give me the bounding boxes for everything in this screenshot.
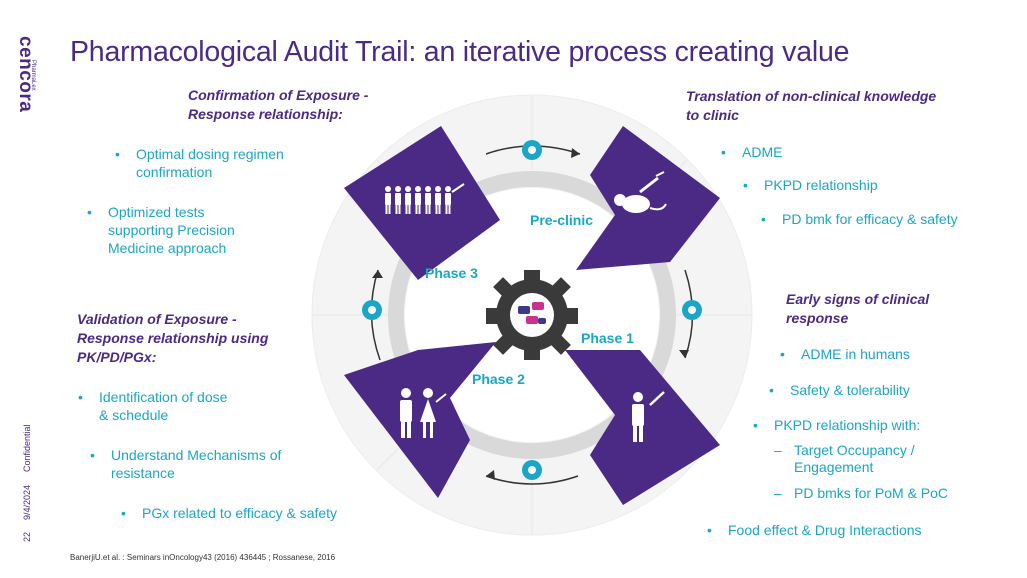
heading-line: Early signs of clinical — [786, 291, 930, 307]
list-item: •ADME — [721, 144, 783, 160]
bullet-icon: • — [707, 522, 712, 538]
gear-icon — [486, 270, 578, 360]
bottom-left-heading: Validation of Exposure - Response relati… — [77, 310, 268, 367]
bullet-icon: • — [115, 146, 120, 162]
page-number: 22 — [22, 531, 32, 542]
heading-line: response — [786, 310, 849, 326]
audit-trail-diagram — [311, 94, 753, 536]
label-phase3: Phase 3 — [425, 265, 478, 281]
dash-icon: – — [774, 485, 782, 501]
bullet-icon: • — [121, 505, 126, 521]
heading-line: Response relationship using — [77, 330, 269, 346]
label-phase2: Phase 2 — [472, 371, 525, 387]
process-ring — [388, 171, 676, 459]
bullet-icon: • — [90, 447, 95, 463]
bullet-icon: • — [87, 204, 92, 220]
bottom-right-heading: Early signs of clinical response — [786, 290, 929, 328]
dash-item: – PD bmks for PoM & PoC — [774, 485, 949, 501]
label-phase1: Phase 1 — [581, 330, 634, 346]
group-people-icon — [385, 183, 465, 214]
bullet-icon: • — [743, 177, 748, 193]
couple-icon — [400, 388, 447, 438]
dash-icon: – — [774, 442, 782, 458]
preclinic-block — [576, 126, 720, 270]
heading-line: to clinic — [686, 107, 739, 123]
brand-sub: PharmaLex — [30, 60, 36, 91]
list-item: •PKPD relationship with: — [753, 417, 921, 433]
heading-line: Translation of non-clinical knowledge — [686, 88, 937, 104]
phase3-block — [344, 126, 500, 280]
bullet-icon: • — [721, 144, 726, 160]
teal-nodes — [362, 140, 702, 480]
person-icon — [632, 391, 665, 442]
heading-line: Validation of Exposure - — [77, 311, 237, 327]
phase2-block — [344, 342, 496, 498]
bullet-icon: • — [769, 382, 774, 398]
bullet-icon: • — [78, 389, 83, 405]
page-title: Pharmacological Audit Trail: an iterativ… — [70, 36, 850, 68]
slide-date: 9/4/2024 — [22, 484, 32, 520]
top-right-heading: Translation of non-clinical knowledge to… — [686, 87, 936, 125]
list-item: •Safety & tolerability — [769, 382, 910, 398]
footnote: BanerjiU.et al. : Seminars inOncology43 … — [70, 553, 336, 562]
heading-line: PK/PD/PGx: — [77, 349, 157, 365]
list-item: • PGx related to efficacy & safety — [121, 505, 338, 521]
heading-line: Response relationship: — [188, 106, 343, 122]
heading-line: Confirmation of Exposure - — [188, 87, 369, 103]
confidential-label: Confidential — [22, 424, 32, 472]
rat-icon — [614, 171, 667, 213]
list-item: •PKPD relationship — [743, 177, 878, 193]
dash-item: – Target Occupancy /Engagement — [774, 442, 915, 475]
list-item: • Identification of dose& schedule — [78, 389, 228, 423]
list-item: •ADME in humans — [780, 346, 910, 362]
list-item: •PD bmk for efficacy & safety — [761, 211, 958, 227]
top-left-heading: Confirmation of Exposure - Response rela… — [188, 86, 368, 124]
bullet-icon: • — [753, 417, 758, 433]
bullet-icon: • — [780, 346, 785, 362]
label-preclinic: Pre-clinic — [530, 212, 594, 228]
bullet-icon: • — [761, 211, 766, 227]
list-item: •Food effect & Drug Interactions — [707, 522, 922, 538]
